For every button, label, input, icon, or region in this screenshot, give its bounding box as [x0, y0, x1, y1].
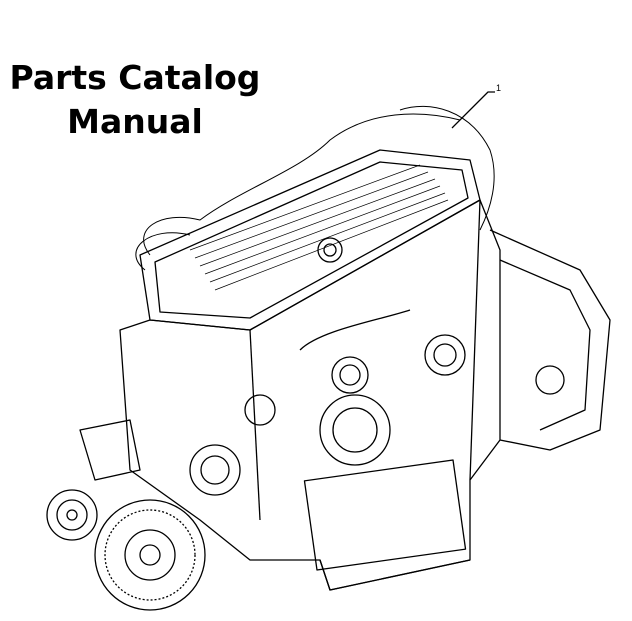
flywheel-housing [489, 229, 611, 451]
callout-number: 1 [496, 83, 502, 93]
callout-leader [451, 91, 495, 129]
valve-cover [139, 149, 481, 331]
pulley [46, 419, 141, 541]
turbocharger [299, 309, 466, 466]
accessory-drive [189, 394, 276, 496]
fan-clutch [94, 499, 206, 611]
engine-block [119, 199, 501, 591]
title-line-1: Parts Catalog [9, 58, 261, 97]
title-line-2: Manual [67, 102, 203, 141]
injector-lines [135, 105, 495, 271]
